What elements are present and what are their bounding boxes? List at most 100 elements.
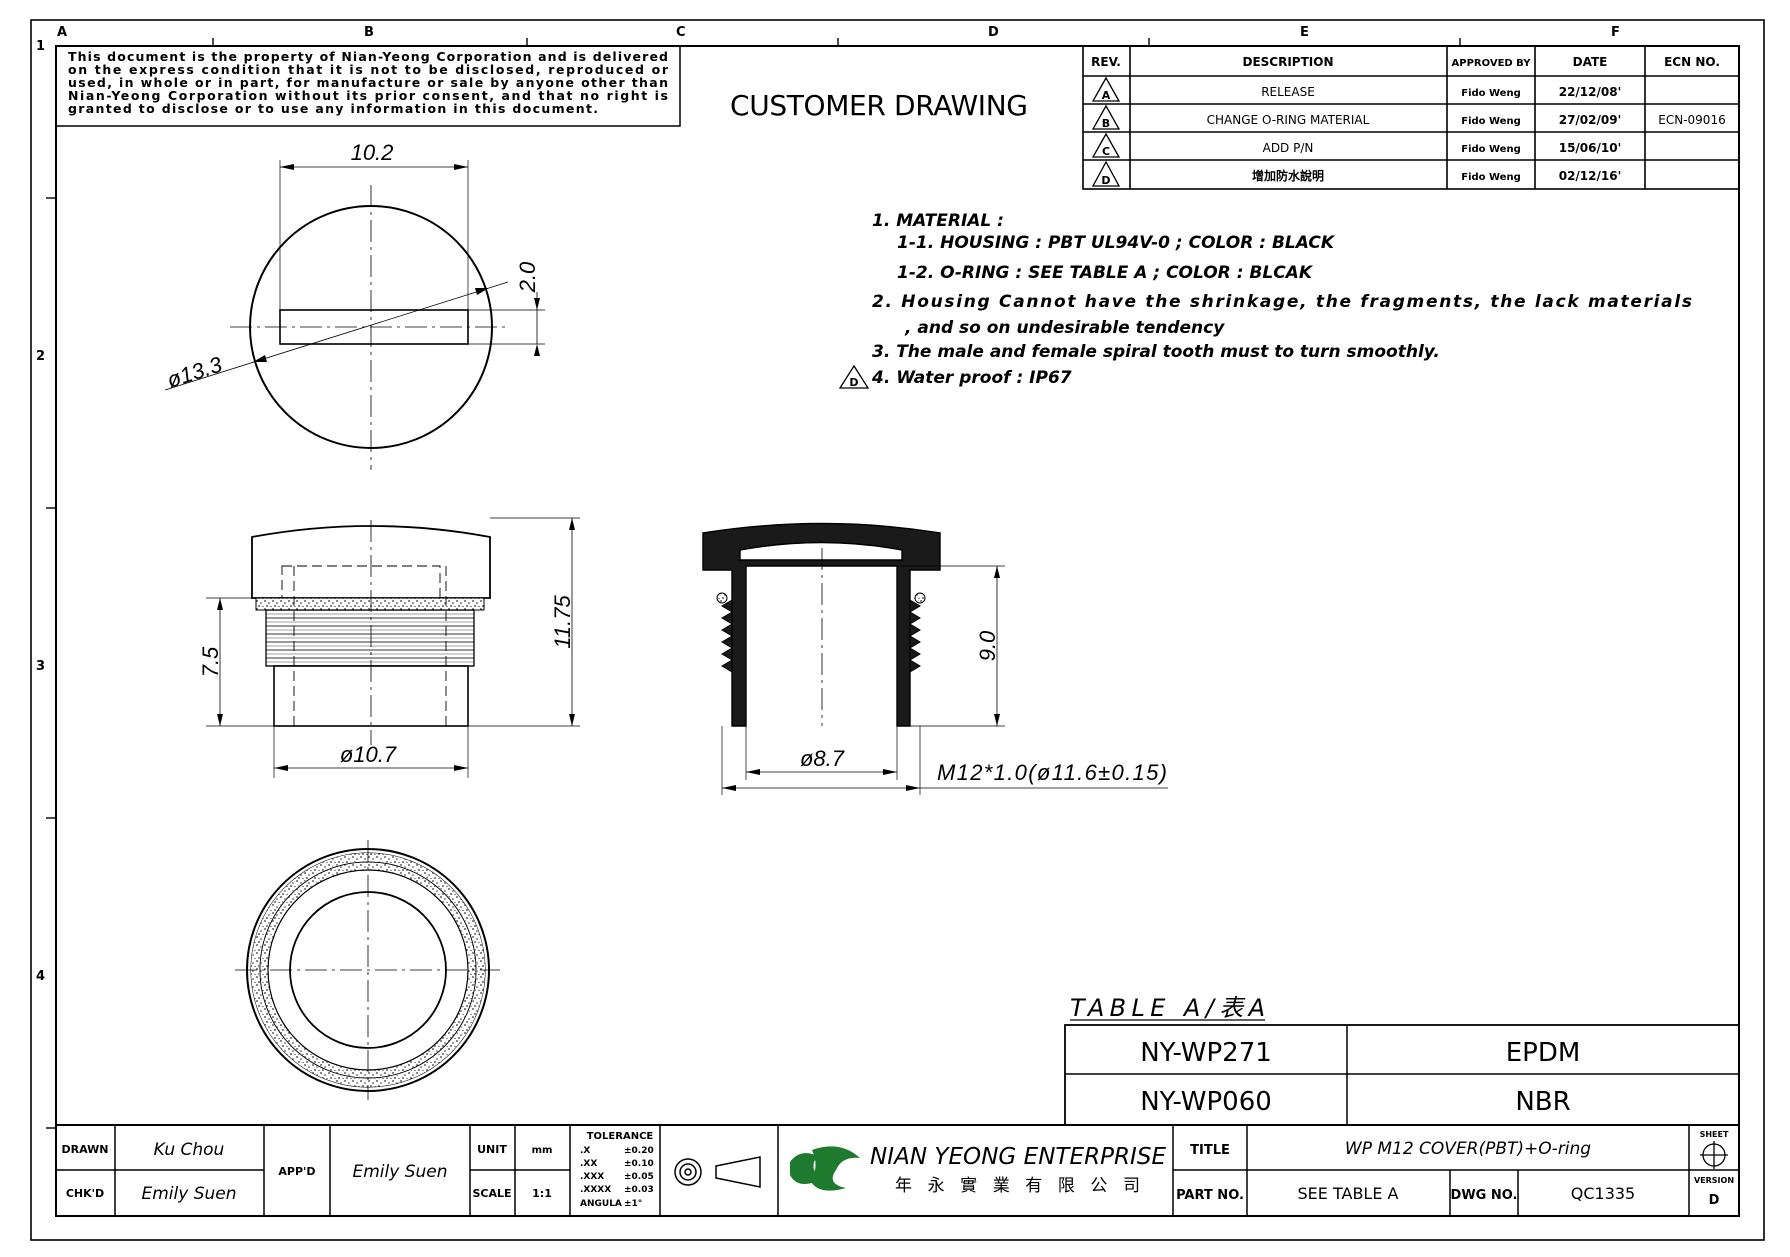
note-3: 3. The male and female spiral tooth must…	[872, 342, 1440, 362]
approved-label: APP'D	[278, 1165, 315, 1178]
title-value: WP M12 COVER(PBT)+O-ring	[1345, 1139, 1591, 1159]
tol-1-val: ±0.20	[624, 1146, 654, 1156]
unit-value: mm	[532, 1145, 553, 1156]
row-label-2: 2	[36, 349, 45, 364]
title-label: TITLE	[1190, 1143, 1230, 1158]
notice-line-1: This document is the property of Nian-Ye…	[68, 49, 668, 64]
rev-c-approved: Fido Weng	[1461, 144, 1521, 155]
col-label-d: D	[988, 25, 999, 40]
rev-header-date: DATE	[1573, 55, 1608, 69]
rev-triangle-d	[1091, 160, 1121, 187]
dim-inner-depth: 9.0	[975, 630, 1000, 661]
rev-d-description: 增加防水說明	[1252, 168, 1324, 183]
unit-label: UNIT	[477, 1143, 507, 1156]
checked-value: Emily Suen	[141, 1184, 236, 1204]
tol-3-key: .XXX	[580, 1172, 604, 1182]
section-view-body	[702, 522, 941, 727]
table-a: TABLE A/表A NY-WP271 EPDM NY-WP060 NBR	[1064, 994, 1740, 1126]
row-labels: 1 2 3 4	[36, 39, 45, 984]
notice-line-5: granted to disclose or to use any inform…	[68, 101, 598, 116]
rev-header-description: DESCRIPTION	[1242, 55, 1333, 69]
revision-table	[1082, 45, 1740, 190]
rev-triangle-c	[1091, 132, 1121, 158]
rev-b-description: CHANGE O-RING MATERIAL	[1207, 113, 1370, 127]
dim-base-diameter: ø10.7	[340, 742, 397, 767]
tol-2-val: ±0.10	[624, 1159, 654, 1169]
title-block-text: DRAWN Ku Chou CHK'D Emily Suen APP'D Emi…	[62, 1131, 654, 1209]
outer-frame	[30, 19, 1765, 1241]
table-a-row-1-material: EPDM	[1506, 1038, 1581, 1068]
rev-header-rev: REV.	[1091, 55, 1121, 69]
drawing-title: CUSTOMER DRAWING	[730, 89, 1028, 122]
checked-label: CHK'D	[66, 1187, 104, 1200]
table-a-row-1-part: NY-WP271	[1140, 1038, 1272, 1068]
tol-5-val: ±1°	[624, 1199, 642, 1209]
col-label-c: C	[676, 25, 686, 40]
rev-header-ecn: ECN NO.	[1664, 55, 1720, 69]
title-block	[55, 1124, 1740, 1217]
rev-d-date: 02/12/16'	[1559, 169, 1622, 183]
table-a-title: TABLE A/表A	[1070, 994, 1265, 1022]
rev-triangle-a	[1091, 76, 1121, 102]
rev-b-date: 27/02/09'	[1559, 113, 1622, 127]
table-a-row-2-material: NBR	[1515, 1087, 1570, 1117]
tol-3-val: ±0.05	[624, 1172, 654, 1182]
table-a-row-2-part: NY-WP060	[1140, 1087, 1272, 1117]
approved-value: Emily Suen	[352, 1162, 447, 1182]
zone-ticks	[46, 38, 1461, 1129]
col-label-e: E	[1300, 25, 1309, 40]
row-label-1: 1	[36, 39, 45, 54]
section-view: 9.0 ø8.7 M12*1.0(ø11.6±0.15)	[702, 522, 1168, 795]
version-value: D	[1709, 1193, 1720, 1208]
section-oring-right	[914, 592, 926, 604]
rev-c-date: 15/06/10'	[1559, 141, 1622, 155]
top-view: 10.2 2.0 ø13.3	[164, 140, 545, 470]
rev-triangle-b	[1091, 104, 1121, 130]
sheet-label: SHEET	[1700, 1130, 1729, 1139]
note-2-cont: , and so on undesirable tendency	[904, 318, 1225, 338]
note-revision-letter: D	[849, 376, 858, 389]
part-value: SEE TABLE A	[1298, 1184, 1399, 1203]
column-labels: A B C D E F	[57, 25, 1620, 40]
side-view-oring	[255, 597, 485, 611]
notice-line-4: Nian-Yeong Corporation without its prior…	[68, 88, 668, 103]
dim-top-width: 10.2	[351, 140, 394, 165]
col-label-f: F	[1611, 25, 1620, 40]
tol-2-key: .XX	[580, 1159, 597, 1169]
side-view: 7.5 11.75 ø10.7	[198, 517, 580, 778]
col-label-b: B	[364, 25, 374, 40]
revision-rows: A RELEASE Fido Weng 22/12/08' B CHANGE O…	[1091, 76, 1726, 187]
note-2: 2. Housing Cannot have the shrinkage, th…	[872, 292, 1692, 312]
company-name-cn: 年 永 實 業 有 限 公 司	[895, 1176, 1140, 1196]
drawn-value: Ku Chou	[154, 1140, 225, 1160]
dim-thread-spec: M12*1.0(ø11.6±0.15)	[937, 760, 1167, 785]
notice-line-3: used, in whole or in part, for manufactu…	[68, 75, 668, 90]
tol-4-key: .XXXX	[580, 1185, 611, 1195]
dim-total-height: 11.75	[550, 595, 575, 649]
dim-inner-diameter: ø8.7	[800, 746, 845, 771]
dwg-label: DWG NO.	[1451, 1188, 1518, 1203]
note-4: 4. Water proof : IP67	[871, 368, 1072, 388]
tol-5-key: ANGULA	[580, 1199, 622, 1209]
tol-1-key: .X	[580, 1146, 590, 1156]
version-label: VERSION	[1694, 1176, 1734, 1185]
company-logo-icon	[790, 1146, 860, 1191]
notice-line-2: on the express condition that it is not …	[68, 62, 669, 77]
section-view-thread-right	[909, 599, 921, 673]
tolerance-title: TOLERANCE	[587, 1131, 654, 1142]
section-oring-left	[716, 592, 728, 604]
note-1-1: 1-1. HOUSING : PBT UL94V-0 ; COLOR : BLA…	[897, 233, 1336, 253]
part-label: PART NO.	[1176, 1188, 1244, 1203]
tol-4-val: ±0.03	[624, 1185, 654, 1195]
dim-thread-length: 7.5	[198, 646, 223, 677]
rev-b-letter: B	[1102, 117, 1110, 130]
note-1-2: 1-2. O-RING : SEE TABLE A ; COLOR : BLCA…	[897, 263, 1314, 283]
rev-a-letter: A	[1102, 89, 1111, 102]
rev-c-letter: C	[1102, 145, 1110, 158]
rev-d-approved: Fido Weng	[1461, 172, 1521, 183]
sheet-target-icon	[1700, 1141, 1728, 1169]
note-1: 1. MATERIAL :	[872, 211, 1004, 231]
row-label-3: 3	[36, 659, 45, 674]
note-revision-triangle	[838, 364, 870, 389]
dim-slot-height: 2.0	[515, 261, 540, 293]
